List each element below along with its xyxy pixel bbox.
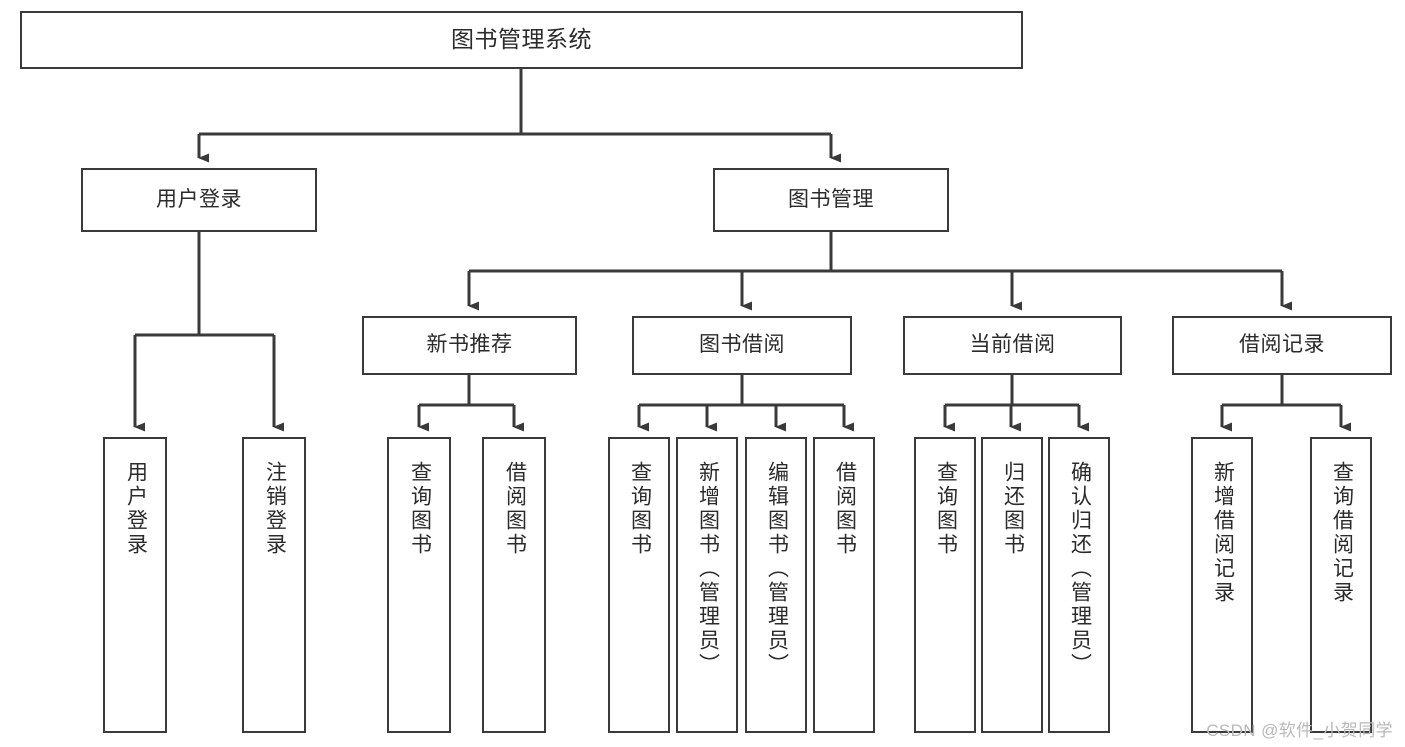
node-label: 查询图书 — [628, 461, 652, 557]
node-leaf-add-book-admin[interactable]: 新增图书（管理员） — [676, 437, 738, 733]
node-label: 查询图书 — [408, 461, 432, 557]
node-label: 用户登录 — [156, 187, 242, 211]
node-leaf-query-book-nb[interactable]: 查询图书 — [387, 437, 451, 733]
node-label: 查询图书 — [934, 461, 958, 557]
node-new-book-recommend[interactable]: 新书推荐 — [362, 316, 577, 375]
node-book-management-system[interactable]: 图书管理系统 — [20, 11, 1023, 69]
node-label: 当前借阅 — [969, 333, 1056, 357]
node-leaf-add-borrow-record[interactable]: 新增借阅记录 — [1191, 437, 1253, 733]
node-label: 借阅图书 — [833, 461, 857, 557]
node-label: 归还图书 — [1001, 461, 1025, 557]
node-leaf-logout[interactable]: 注销登录 — [242, 437, 306, 733]
node-leaf-query-borrow-record[interactable]: 查询借阅记录 — [1310, 437, 1372, 733]
node-label: 编辑图书（管理员） — [765, 461, 789, 677]
node-label: 注销登录 — [263, 461, 287, 557]
node-book-management[interactable]: 图书管理 — [713, 168, 949, 232]
node-leaf-edit-book-admin[interactable]: 编辑图书（管理员） — [745, 437, 807, 733]
node-book-borrow[interactable]: 图书借阅 — [632, 316, 852, 375]
node-leaf-query-book-bb[interactable]: 查询图书 — [608, 437, 670, 733]
node-leaf-return-book[interactable]: 归还图书 — [981, 437, 1043, 733]
node-leaf-user-login[interactable]: 用户登录 — [103, 437, 167, 733]
node-label: 借阅图书 — [503, 461, 527, 557]
node-label: 图书管理系统 — [451, 26, 592, 53]
node-leaf-borrow-book-nb[interactable]: 借阅图书 — [482, 437, 546, 733]
node-label: 新增借阅记录 — [1211, 461, 1235, 605]
node-label: 确认归还（管理员） — [1068, 461, 1092, 677]
node-leaf-confirm-return-admin[interactable]: 确认归还（管理员） — [1048, 437, 1110, 733]
node-user-login[interactable]: 用户登录 — [81, 168, 317, 232]
node-label: 借阅记录 — [1239, 333, 1325, 357]
node-borrow-record[interactable]: 借阅记录 — [1172, 316, 1392, 375]
node-current-borrow[interactable]: 当前借阅 — [903, 316, 1122, 375]
node-label: 新增图书（管理员） — [696, 461, 720, 677]
node-label: 图书借阅 — [699, 333, 785, 357]
node-label: 新书推荐 — [426, 333, 513, 357]
node-label: 图书管理 — [788, 187, 874, 211]
node-label: 查询借阅记录 — [1330, 461, 1354, 605]
node-leaf-borrow-book-bb[interactable]: 借阅图书 — [813, 437, 875, 733]
node-leaf-query-book-cb[interactable]: 查询图书 — [914, 437, 976, 733]
node-label: 用户登录 — [124, 461, 148, 557]
